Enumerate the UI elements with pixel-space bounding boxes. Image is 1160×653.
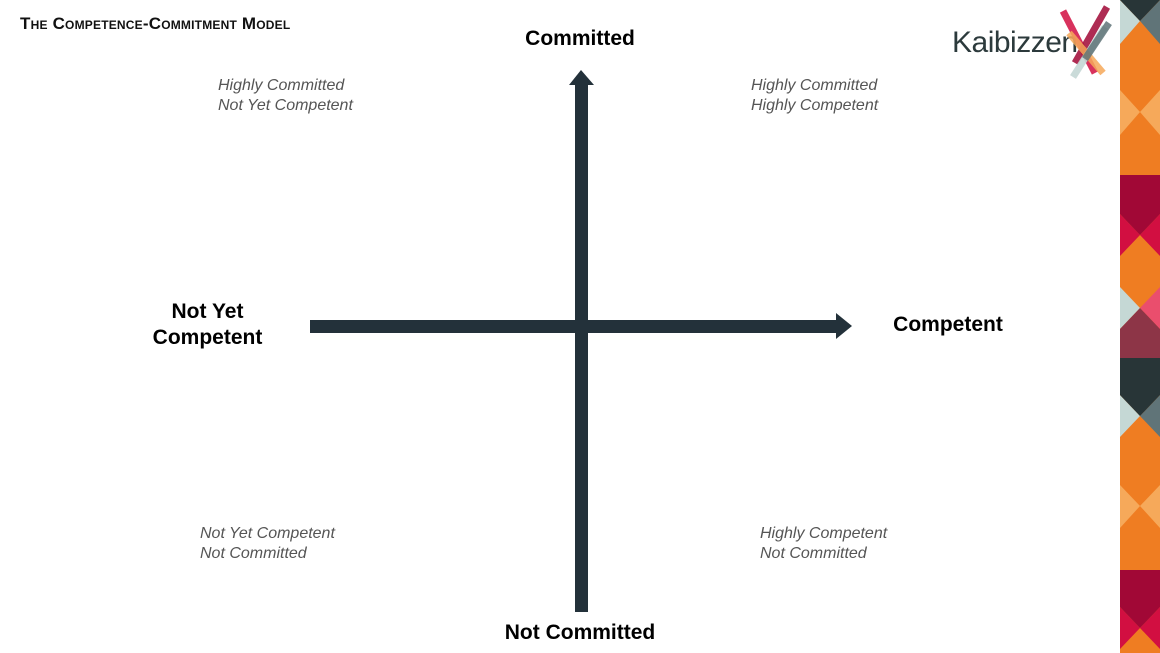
quadrant-line: Highly Competent [751,97,879,114]
quadrant-bottom-right: Highly Competent Not Committed [760,524,887,564]
quadrant-top-right: Highly Committed Highly Competent [751,76,878,116]
quadrant-line: Not Yet Competent [200,525,335,542]
quadrant-line: Not Committed [200,545,307,562]
logo-x-icon [1059,5,1112,79]
axis-label-not-yet-competent: Not Yet Competent [130,299,285,351]
quadrant-top-left: Highly Committed Not Yet Competent [218,76,353,116]
slide-title: The Competence-Commitment Model [20,14,291,33]
quadrant-line: Highly Committed [751,77,878,94]
vertical-axis-arrow [569,70,594,612]
axes [310,70,852,612]
decorative-pattern-strip [1120,0,1160,653]
quadrant-line: Not Committed [760,545,867,562]
quadrant-line: Highly Competent [760,525,888,542]
axis-label-competent: Competent [893,313,1003,336]
axis-label-line: Competent [152,326,263,349]
quadrant-line: Highly Committed [218,77,345,94]
axis-label-committed: Committed [525,27,635,50]
horizontal-axis-arrow [310,313,852,339]
logo-text: Kaibizzen [952,26,1078,59]
quadrant-line: Not Yet Competent [218,97,353,114]
quadrant-bottom-left: Not Yet Competent Not Committed [200,524,335,564]
axis-label-line: Not Yet [171,300,244,323]
axis-label-not-committed: Not Committed [504,621,656,644]
